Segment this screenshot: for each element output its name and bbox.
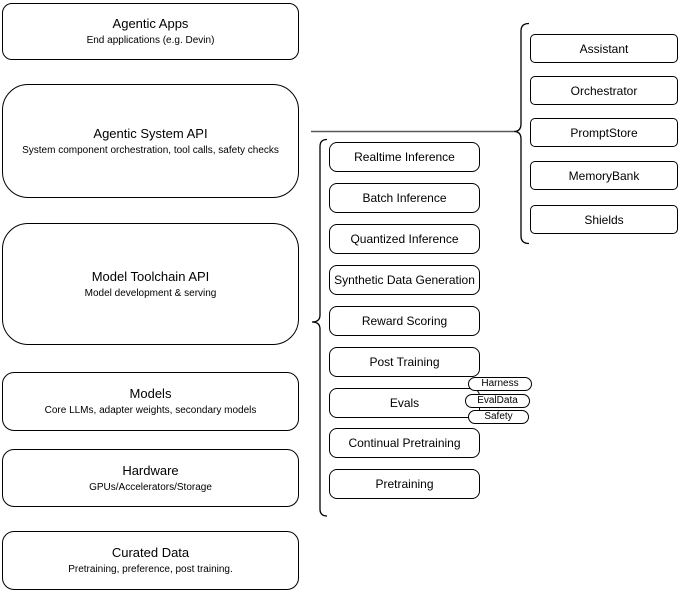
- box-model-toolchain-api: Model Toolchain API Model development & …: [2, 223, 299, 345]
- box-synthetic-data-generation: Synthetic Data Generation: [329, 265, 480, 295]
- box-quantized-inference: Quantized Inference: [329, 224, 480, 254]
- box-subtitle: GPUs/Accelerators/Storage: [89, 481, 212, 493]
- box-hardware: Hardware GPUs/Accelerators/Storage: [2, 449, 299, 507]
- box-post-training: Post Training: [329, 347, 480, 377]
- box-title: Models: [129, 386, 172, 401]
- box-title: Hardware: [122, 462, 179, 478]
- box-subtitle: End applications (e.g. Devin): [86, 35, 215, 46]
- box-memorybank: MemoryBank: [530, 161, 678, 190]
- box-title: Agentic System API: [93, 125, 208, 141]
- system-group-brace: [513, 22, 530, 245]
- box-subtitle: Core LLMs, adapter weights, secondary mo…: [44, 405, 257, 416]
- box-curated-data: Curated Data Pretraining, preference, po…: [2, 531, 299, 590]
- box-shields: Shields: [530, 205, 678, 234]
- tag-harness: Harness: [468, 377, 532, 391]
- box-title: Curated Data: [111, 545, 190, 560]
- box-reward-scoring: Reward Scoring: [329, 306, 480, 336]
- box-agentic-system-api: Agentic System API System component orch…: [2, 84, 299, 198]
- box-subtitle: Pretraining, preference, post training.: [68, 564, 233, 575]
- box-agentic-apps: Agentic Apps End applications (e.g. Devi…: [2, 3, 299, 60]
- toolchain-group-brace: [311, 138, 328, 517]
- box-realtime-inference: Realtime Inference: [329, 142, 480, 172]
- box-title: Agentic Apps: [112, 16, 189, 31]
- tag-evaldata: EvalData: [465, 394, 530, 408]
- box-batch-inference: Batch Inference: [329, 183, 480, 213]
- box-evals: Evals: [329, 388, 480, 418]
- box-title: Model Toolchain API: [91, 268, 210, 284]
- tag-safety: Safety: [468, 410, 529, 424]
- box-models: Models Core LLMs, adapter weights, secon…: [2, 372, 299, 431]
- box-subtitle: System component orchestration, tool cal…: [22, 144, 279, 156]
- box-orchestrator: Orchestrator: [530, 76, 678, 105]
- box-pretraining: Pretraining: [329, 469, 480, 499]
- box-continual-pretraining: Continual Pretraining: [329, 428, 480, 458]
- box-promptstore: PromptStore: [530, 118, 678, 147]
- box-subtitle: Model development & serving: [84, 287, 217, 299]
- box-assistant: Assistant: [530, 34, 678, 63]
